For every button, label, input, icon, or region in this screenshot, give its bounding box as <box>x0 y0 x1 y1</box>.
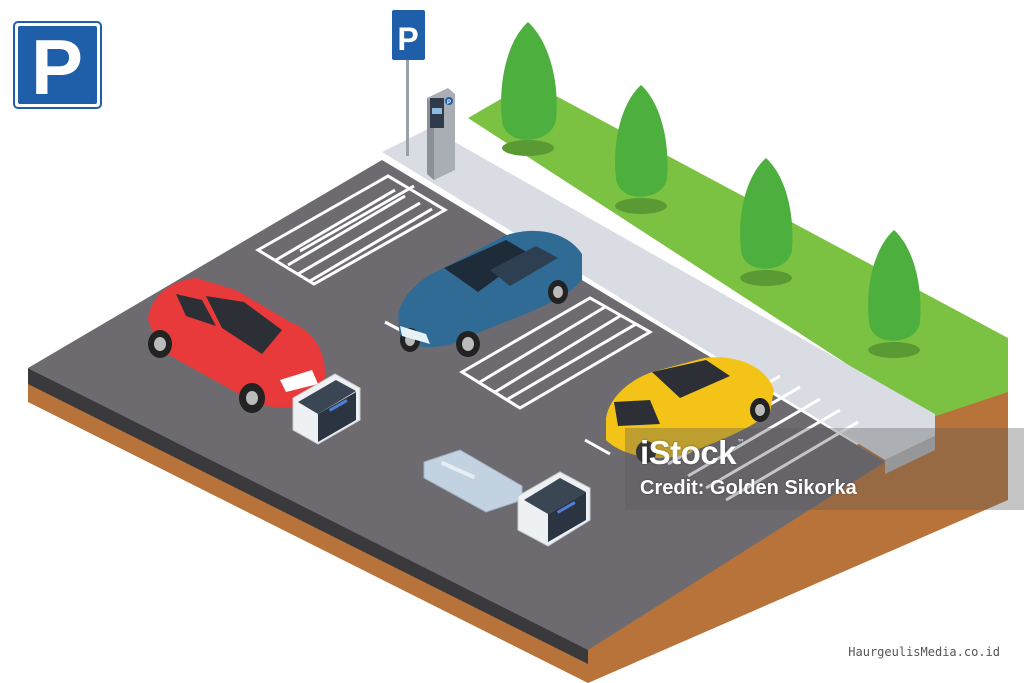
yellow-car <box>606 357 774 463</box>
trees <box>501 22 921 358</box>
watermark-logo: iStock <box>640 434 737 471</box>
tree-2 <box>615 85 668 214</box>
parking-lock-robot-1 <box>292 373 361 445</box>
sidewalk <box>382 128 935 474</box>
parking-sign-pole-letter: P <box>397 21 418 57</box>
watermark-trademark: ™ <box>737 438 745 447</box>
grass-strip <box>468 82 1008 440</box>
parking-sign-pole: P <box>392 10 425 156</box>
tree-4 <box>868 230 921 358</box>
watermark-band <box>625 428 1024 510</box>
ground-base <box>28 368 1008 683</box>
site-watermark: HaurgeulisMedia.co.id <box>848 645 1000 659</box>
tree-1 <box>501 22 557 156</box>
parking-meter: P <box>427 88 455 180</box>
parking-sign-corner-letter: P <box>31 23 83 111</box>
watermark-credit: Credit: Golden Sikorka <box>640 477 857 499</box>
red-car <box>148 278 326 413</box>
parking-meter-letter: P <box>447 100 451 106</box>
asphalt-lot <box>28 160 885 650</box>
parking-sign-corner: P <box>13 21 102 111</box>
blue-car <box>398 230 582 357</box>
parking-lock-robot-2 <box>423 449 591 547</box>
tree-3 <box>740 158 793 286</box>
